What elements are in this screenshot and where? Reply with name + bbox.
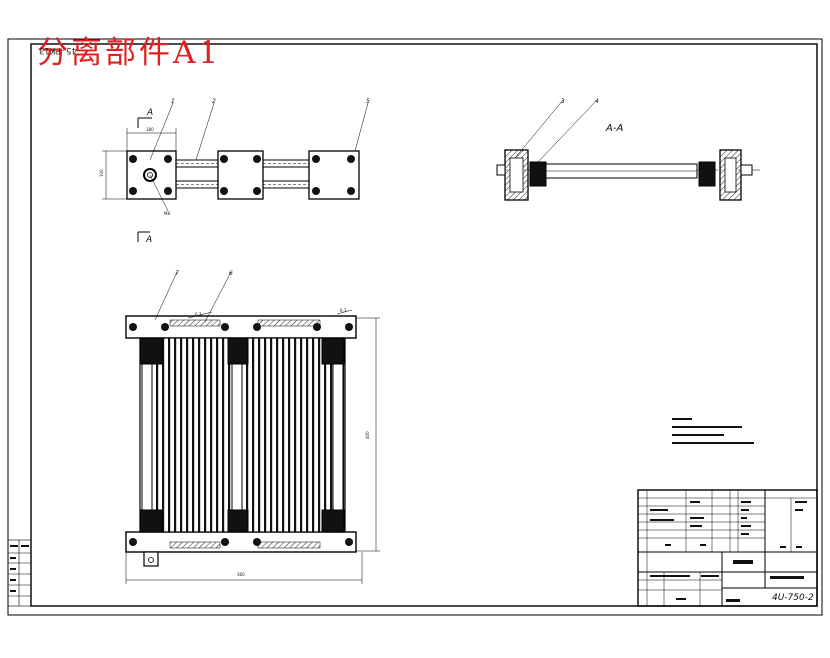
title-block-marks (650, 501, 807, 602)
svg-text:100: 100 (99, 169, 104, 177)
title-block (637, 489, 818, 607)
section-label: A-A (606, 123, 624, 134)
svg-text:360: 360 (237, 572, 245, 577)
technical-notes (672, 418, 754, 444)
section-a-a (496, 99, 760, 201)
balloon-4: 4 (595, 98, 599, 105)
svg-text:M8: M8 (164, 211, 170, 216)
view-marks: A A (145, 108, 153, 245)
view-label-top: A (146, 108, 153, 118)
balloon-2: 2 (212, 98, 216, 105)
view-label-bottom: A (145, 235, 152, 245)
top-view (126, 150, 360, 200)
balloon-3: 3 (561, 98, 565, 105)
balloon-6: 6 (229, 270, 233, 277)
front-view (125, 315, 357, 567)
outer-border (7, 38, 823, 616)
svg-text:400: 400 (365, 431, 370, 439)
drawing-number: 4U-750-2 (772, 593, 814, 603)
top-view-bolts (129, 155, 355, 195)
top-view-dimensions (102, 102, 369, 242)
corner-id: 45-PK13 (39, 45, 77, 55)
front-view-dimensions (125, 271, 380, 584)
margin-table (7, 539, 32, 607)
stamp-title: 分离部件A1 (37, 35, 222, 71)
inner-border (30, 43, 818, 607)
svg-text:6.3: 6.3 (340, 308, 347, 313)
balloon-labels: 1 2 5 3 4 7 6 (171, 98, 599, 277)
balloon-1: 1 (171, 98, 175, 105)
dimension-values: 400 360 180 100 M8 6.3 6.3 (99, 127, 370, 577)
svg-text:6.3: 6.3 (195, 312, 202, 317)
margin-table-marks (10, 545, 29, 592)
balloon-5: 5 (366, 98, 370, 105)
svg-text:180: 180 (146, 127, 154, 132)
balloon-7: 7 (175, 270, 179, 277)
front-view-bolts (129, 323, 353, 546)
